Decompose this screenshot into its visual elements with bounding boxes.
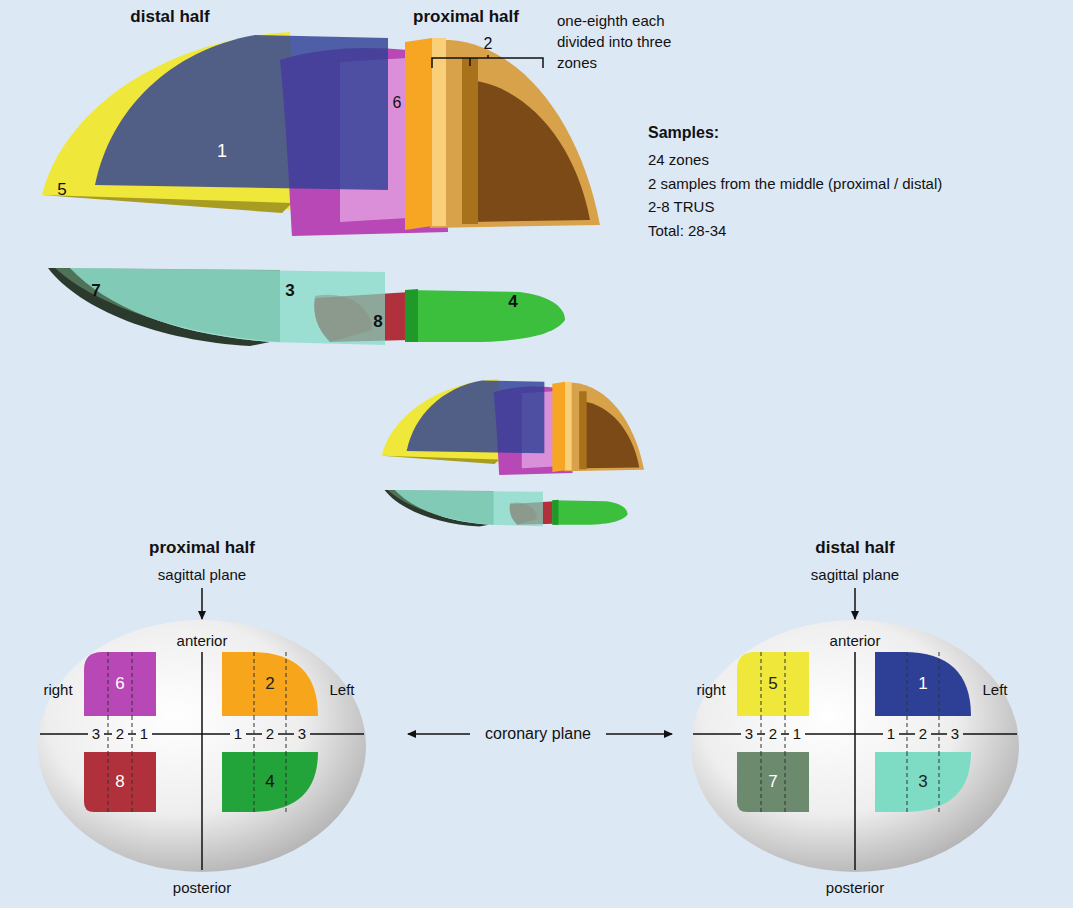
callout-number: 8 <box>373 312 382 332</box>
zone-quadrant: 3 <box>875 752 971 812</box>
direction-label: anterior <box>177 632 228 650</box>
sample-note: Samples: <box>648 123 719 142</box>
section-heading: proximal half <box>413 7 519 27</box>
zone-number: 1 <box>887 725 895 743</box>
direction-label: right <box>43 681 72 699</box>
sample-note: 24 zones <box>648 151 709 169</box>
direction-label: anterior <box>830 632 881 650</box>
direction-label: Left <box>982 681 1007 699</box>
callout-number: 7 <box>91 281 100 301</box>
zone-number: 2 <box>266 725 274 743</box>
zone-number: 4 <box>265 772 274 792</box>
zone-number: 2 <box>919 725 927 743</box>
zone-number: 2 <box>116 725 124 743</box>
direction-label: sagittal plane <box>811 566 899 584</box>
callout-number: 2 <box>484 34 493 53</box>
zone-quadrant: 4 <box>222 752 318 812</box>
section-heading: distal half <box>815 538 894 558</box>
sample-note: 2-8 TRUS <box>648 198 714 216</box>
callout-number: 1 <box>217 141 227 163</box>
zone-number: 2 <box>769 725 777 743</box>
callout-number: 3 <box>285 281 294 301</box>
zone-number: 1 <box>793 725 801 743</box>
zone-quadrant: 2 <box>222 652 318 716</box>
zone-number: 1 <box>918 674 927 694</box>
direction-label: right <box>696 681 725 699</box>
direction-label: posterior <box>173 879 231 897</box>
zone-number: 7 <box>768 772 777 792</box>
zone-number: 3 <box>92 725 100 743</box>
zone-number: 8 <box>115 772 124 792</box>
zone-number: 3 <box>745 725 753 743</box>
zone-quadrant: 5 <box>737 652 809 716</box>
callout-number: 5 <box>57 180 66 200</box>
zone-number: 2 <box>265 674 274 694</box>
direction-label: coronary plane <box>485 724 591 743</box>
zone-quadrant: 7 <box>737 752 809 812</box>
section-heading: distal half <box>130 7 209 27</box>
zone-number: 1 <box>234 725 242 743</box>
zone-quadrant: 1 <box>875 652 971 716</box>
zone-number: 5 <box>768 674 777 694</box>
callout-number: 6 <box>393 93 402 112</box>
zone-number: 3 <box>298 725 306 743</box>
zone-quadrant: 6 <box>84 652 156 716</box>
zone-number: 3 <box>951 725 959 743</box>
zone-number: 3 <box>918 772 927 792</box>
section-heading: proximal half <box>149 538 255 558</box>
zone-quadrant: 8 <box>84 752 156 812</box>
sample-note: 2 samples from the middle (proximal / di… <box>648 175 942 193</box>
direction-label: Left <box>329 681 354 699</box>
direction-label: posterior <box>826 879 884 897</box>
sample-note: Total: 28-34 <box>648 222 726 240</box>
direction-label: sagittal plane <box>158 566 246 584</box>
zone-number: 6 <box>115 674 124 694</box>
zone-number: 1 <box>140 725 148 743</box>
zone-note: one-eighth each divided into three zones <box>557 10 675 73</box>
callout-number: 4 <box>508 292 517 312</box>
